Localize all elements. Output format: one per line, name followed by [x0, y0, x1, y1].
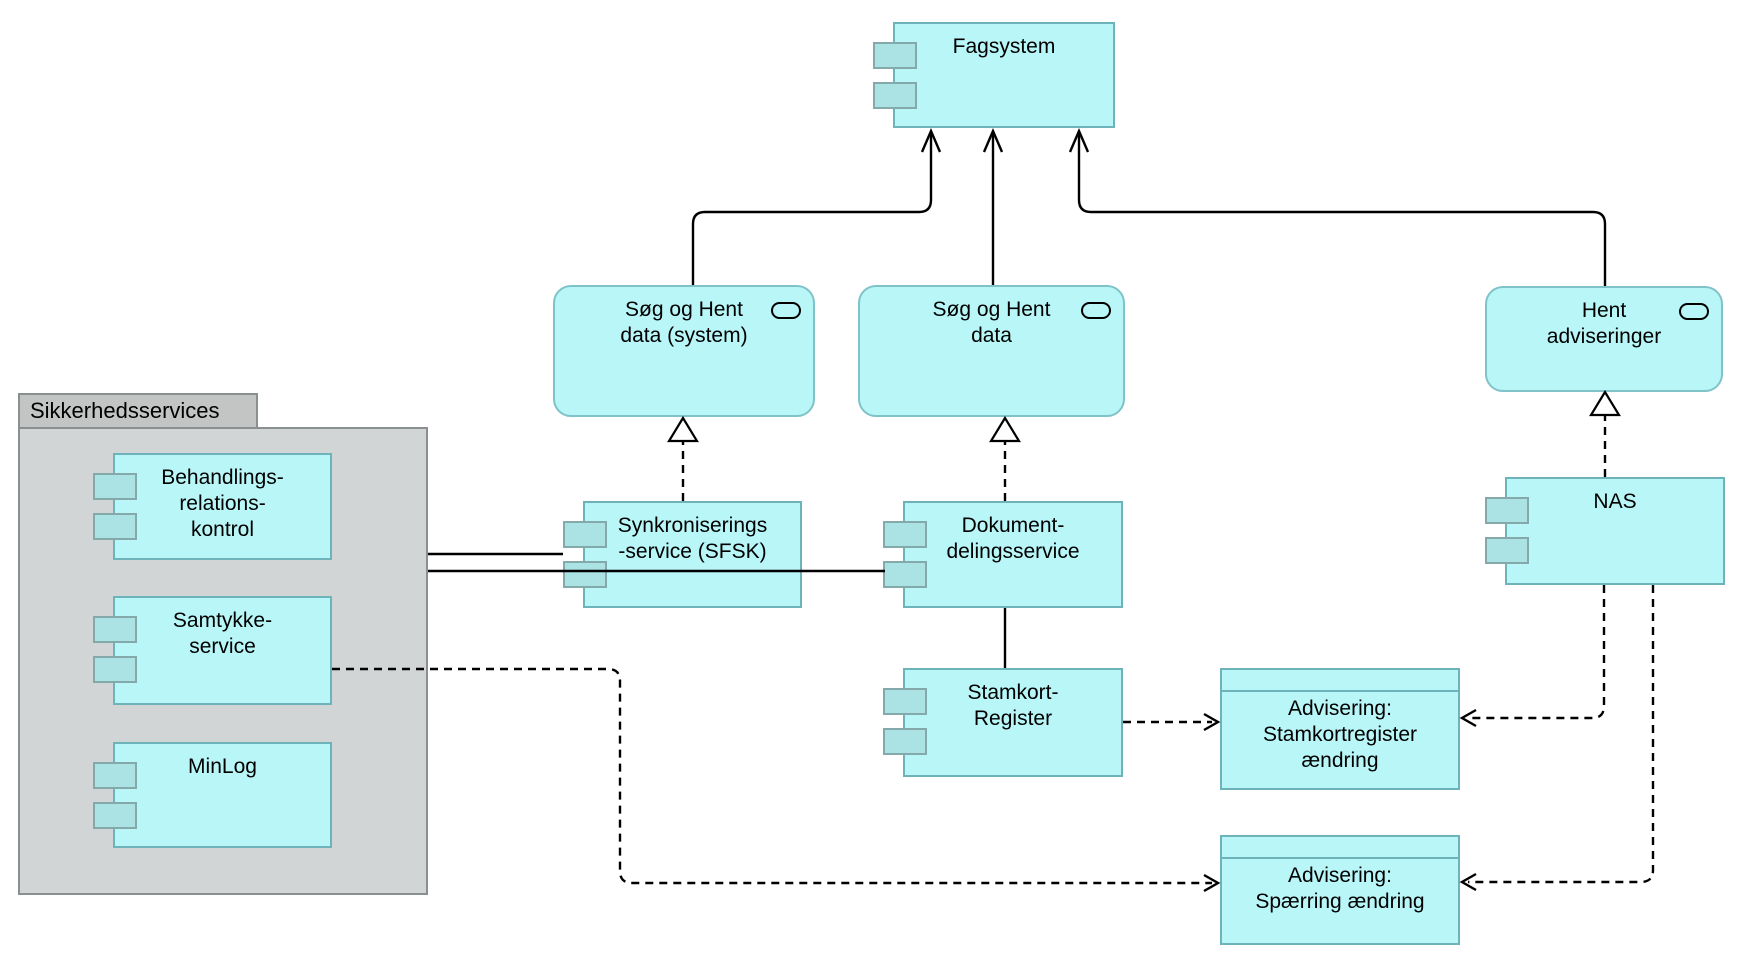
component-label: Dokument- delingsservice	[946, 514, 1080, 563]
component-nas: NAS	[1485, 477, 1725, 585]
arrowhead-right-icon	[1203, 873, 1221, 893]
component-label: Samtykke- service	[172, 609, 273, 658]
component-icon-tab	[563, 521, 607, 548]
component-icon-tab	[883, 728, 927, 755]
component-icon-tab	[93, 802, 137, 829]
realization-triangle-icon	[989, 415, 1021, 443]
queue-label: Advisering: Stamkortregister ændring	[1262, 697, 1418, 772]
component-icon-tab	[563, 561, 607, 588]
queue-label: Advisering: Spærring ændring	[1255, 864, 1425, 913]
component-icon-tab	[883, 561, 927, 588]
component-icon-tab	[93, 513, 137, 540]
component-label: Stamkort- Register	[967, 681, 1059, 730]
component-dokumentdelingsservice: Dokument- delingsservice	[883, 501, 1123, 608]
package-label: Sikkerhedsservices	[30, 398, 220, 423]
interface-label: Hent adviseringer	[1546, 299, 1662, 348]
component-label: NAS	[1593, 490, 1637, 513]
queue-header-strip	[1222, 670, 1458, 692]
queue-header-strip	[1222, 837, 1458, 859]
arrowhead-left-icon	[1459, 872, 1477, 892]
component-icon-tab	[1485, 497, 1529, 524]
component-icon-tab	[93, 473, 137, 500]
queue-advisering-spaerring-aendring: Advisering: Spærring ændring	[1220, 835, 1460, 945]
interface-label: Søg og Hent data (system)	[620, 298, 748, 347]
queue-advisering-stamkortregister-aendring: Advisering: Stamkortregister ændring	[1220, 668, 1460, 790]
realization-triangle-icon	[1589, 389, 1621, 417]
component-fagsystem: Fagsystem	[873, 22, 1115, 128]
edge-hentadviseringer-to-fagsystem	[1077, 133, 1607, 286]
realization-triangle-icon	[667, 415, 699, 443]
interface-sog-og-hent-data-system: Søg og Hent data (system)	[553, 285, 815, 417]
interface-sog-og-hent-data: Søg og Hent data	[858, 285, 1125, 417]
edge-nas-to-advsperring	[1468, 585, 1655, 884]
edge-soghentsystem-to-fagsystem	[691, 133, 933, 285]
arrowhead-up-icon	[1068, 127, 1090, 153]
arrowhead-up-icon	[920, 127, 942, 153]
component-behandlingsrelationskontrol: Behandlings- relations- kontrol	[93, 453, 332, 560]
component-synkroniseringsservice-sfsk: Synkroniserings -service (SFSK)	[563, 501, 802, 608]
component-label: Behandlings- relations- kontrol	[161, 466, 284, 541]
package-tab-sikkerhedsservices: Sikkerhedsservices	[18, 393, 258, 429]
component-icon-tab	[93, 616, 137, 643]
arrowhead-left-icon	[1459, 708, 1477, 728]
interface-label: Søg og Hent data	[932, 298, 1051, 347]
component-minlog: MinLog	[93, 742, 332, 848]
component-icon-tab	[93, 656, 137, 683]
interface-oval-icon	[771, 302, 801, 319]
interface-oval-icon	[1679, 303, 1709, 320]
component-label: Fagsystem	[952, 35, 1056, 58]
interface-oval-icon	[1081, 302, 1111, 319]
component-icon-tab	[93, 762, 137, 789]
component-stamkortregister: Stamkort- Register	[883, 668, 1123, 777]
component-label: Synkroniserings -service (SFSK)	[617, 514, 768, 563]
component-samtykkeservice: Samtykke- service	[93, 596, 332, 705]
interface-hent-adviseringer: Hent adviseringer	[1485, 286, 1723, 392]
arrowhead-right-icon	[1203, 712, 1221, 732]
arrowhead-up-icon	[982, 127, 1004, 153]
component-label: MinLog	[188, 755, 257, 778]
component-icon-tab	[883, 521, 927, 548]
component-icon-tab	[873, 42, 917, 69]
component-icon-tab	[1485, 537, 1529, 564]
component-icon-tab	[873, 82, 917, 109]
edge-nas-to-advstamkort	[1468, 585, 1606, 720]
component-icon-tab	[883, 688, 927, 715]
